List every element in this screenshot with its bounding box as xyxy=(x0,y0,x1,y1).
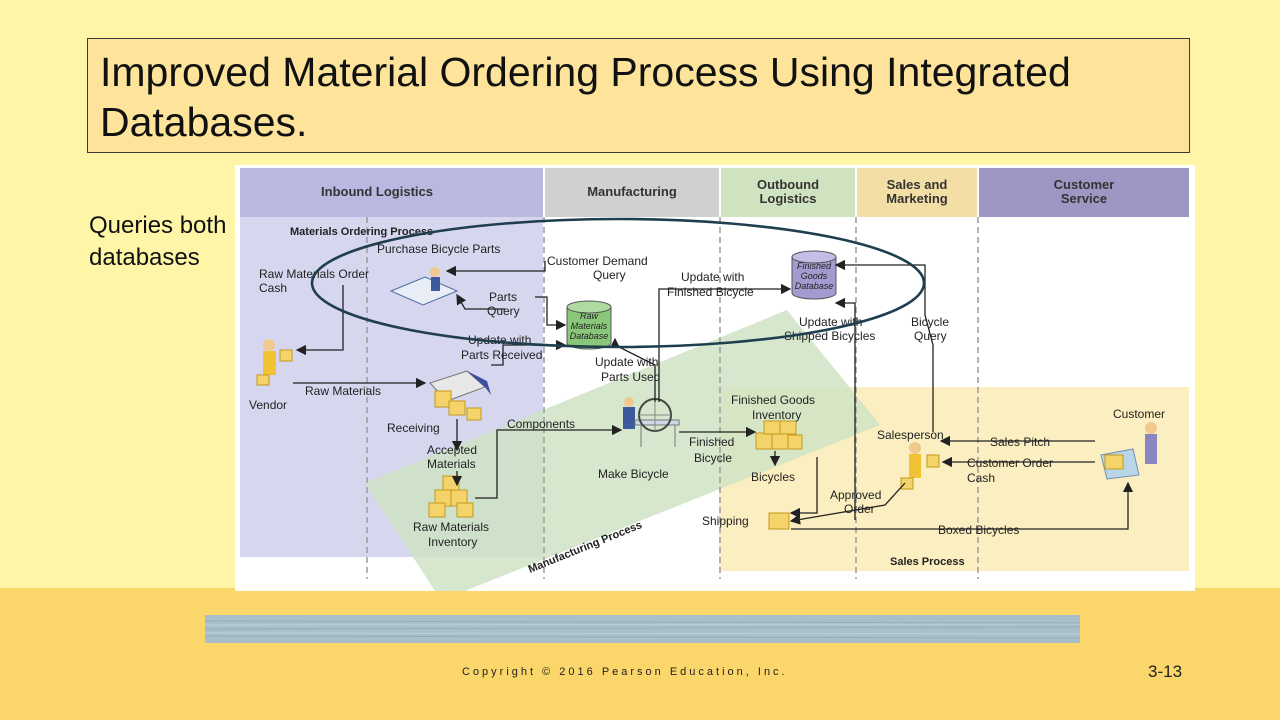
fg-inventory-label-1: Finished Goods xyxy=(731,393,815,407)
bicycles-label: Bicycles xyxy=(751,470,795,484)
copyright-text: Copyright © 2016 Pearson Education, Inc. xyxy=(462,666,788,678)
fg-db-line-1: Finished xyxy=(797,261,832,271)
raw-db-line-1: Raw xyxy=(580,311,599,321)
raw-inventory-boxes-icon xyxy=(428,475,474,518)
outbound-word-2: Logistics xyxy=(759,191,816,206)
page-number: 3-13 xyxy=(1148,662,1183,681)
bicycle-assembly-icon xyxy=(623,397,680,447)
slide-title: Improved Material Ordering Process Using… xyxy=(100,49,1071,145)
salesperson-label: Salesperson xyxy=(877,428,944,442)
raw-inventory-label-2: Inventory xyxy=(428,535,477,549)
fg-db-line-2: Goods xyxy=(801,271,828,281)
approved-label-1: Approved xyxy=(830,488,881,502)
sales-word-2: Marketing xyxy=(886,191,947,206)
purchasing-person-icon xyxy=(389,267,459,306)
raw-db-line-3: Database xyxy=(570,331,609,341)
flow-arrows xyxy=(293,259,1134,530)
lane-header-inbound xyxy=(240,168,543,217)
accepted-label-1: Accepted xyxy=(427,443,477,457)
customer-label: Customer xyxy=(1113,407,1165,421)
service-word-2: Service xyxy=(1061,191,1107,206)
finished-goods-database: Finished Goods Database xyxy=(791,250,837,300)
raw-order-label-2: Cash xyxy=(259,281,287,295)
raw-materials-label: Raw Materials xyxy=(305,384,381,398)
diagram-canvas: Inbound Logistics Manufacturing Outbound… xyxy=(240,168,1189,591)
finished-bicycle-label-2: Bicycle xyxy=(694,451,732,465)
lane-header-service xyxy=(979,168,1189,217)
parts-query-label-2: Query xyxy=(487,304,520,318)
customer-demand-label-1: Customer Demand xyxy=(547,254,648,268)
sales-word-1: Sales and xyxy=(887,177,948,192)
raw-inventory-label-1: Raw Materials xyxy=(413,520,489,534)
accepted-label-2: Materials xyxy=(427,457,476,471)
sales-process-label: Sales Process xyxy=(890,556,965,568)
customer-demand-label-2: Query xyxy=(593,268,626,282)
salesperson-icon xyxy=(900,442,940,490)
customer-order-label-2: Cash xyxy=(967,471,995,485)
sales-pitch-label: Sales Pitch xyxy=(990,435,1050,449)
lane-header-sales xyxy=(857,168,977,217)
side-note: Queries both databases xyxy=(89,212,227,271)
fg-inventory-label-2: Inventory xyxy=(752,408,801,422)
customer-icon xyxy=(1100,422,1157,480)
service-word-1: Customer xyxy=(1054,177,1115,192)
parts-query-label-1: Parts xyxy=(489,290,517,304)
bottom-band xyxy=(0,588,1280,720)
lane-header-manufacturing xyxy=(545,168,719,217)
lane-dividers xyxy=(366,217,979,579)
texture-strip xyxy=(205,615,1080,643)
fg-db-line-3: Database xyxy=(795,281,834,291)
finished-goods-boxes-icon xyxy=(755,420,803,450)
materials-ordering-label: Materials Ordering Process xyxy=(290,226,433,238)
update-shipped-label-1: Update with xyxy=(799,315,862,329)
purchase-parts-label: Purchase Bicycle Parts xyxy=(377,242,500,256)
lane-label-inbound: Inbound Logistics xyxy=(321,184,433,199)
manufacturing-band xyxy=(365,310,880,591)
update-used-label-2: Parts Used xyxy=(601,370,660,384)
customer-order-label-1: Customer Order xyxy=(967,456,1053,470)
boxed-bicycles-label: Boxed Bicycles xyxy=(938,523,1019,537)
bicycle-query-label-1: Bicycle xyxy=(911,315,949,329)
finished-bicycle-label-1: Finished xyxy=(689,435,734,449)
update-received-label-2: Parts Received xyxy=(461,348,542,362)
shipping-box-icon xyxy=(768,512,790,530)
lane-header-outbound xyxy=(721,168,855,217)
update-finished-label-1: Update with xyxy=(681,270,744,284)
update-finished-label-2: Finished Bicycle xyxy=(667,285,754,299)
delivery-truck-icon xyxy=(429,370,491,421)
shipping-label: Shipping xyxy=(702,514,749,528)
components-label: Components xyxy=(507,417,575,431)
process-diagram: Inbound Logistics Manufacturing Outbound… xyxy=(235,165,1195,591)
vendor-label: Vendor xyxy=(249,398,287,412)
vendor-person-icon xyxy=(256,339,293,386)
receiving-label: Receiving xyxy=(387,421,440,435)
raw-materials-database: Raw Materials Database xyxy=(566,300,612,350)
title-box: Improved Material Ordering Process Using… xyxy=(87,38,1190,153)
outbound-word-1: Outbound xyxy=(757,177,819,192)
lane-label-manufacturing: Manufacturing xyxy=(587,184,677,199)
highlight-ellipse xyxy=(310,217,926,349)
make-bicycle-label: Make Bicycle xyxy=(598,467,669,481)
raw-db-line-2: Materials xyxy=(571,321,608,331)
